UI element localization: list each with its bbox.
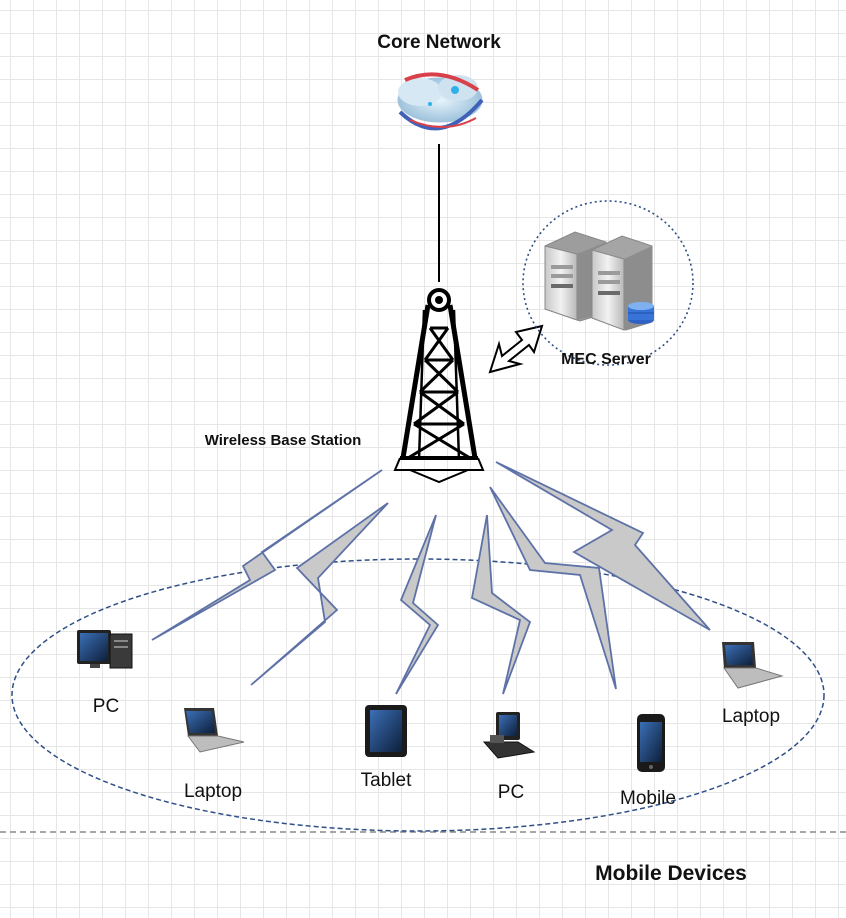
wireless-link	[470, 514, 532, 695]
mec-server-boundary	[522, 200, 694, 366]
mobile-devices-label: Mobile Devices	[595, 862, 747, 885]
wireless-link	[395, 514, 440, 695]
desktop-pc-icon	[77, 630, 133, 669]
mec-server-label: MEC Server	[561, 351, 651, 368]
wireless-link	[495, 461, 711, 631]
device-label: Laptop	[722, 706, 780, 727]
device-label: Laptop	[184, 781, 242, 802]
server-icon	[544, 231, 654, 331]
wireless-link	[151, 469, 383, 641]
device-label: Mobile	[620, 788, 676, 809]
laptop-icon	[184, 708, 245, 753]
mobile-phone-icon	[637, 714, 665, 772]
wireless-links	[151, 461, 711, 695]
cloud-network-icon	[397, 72, 484, 131]
tablet-icon	[365, 705, 407, 757]
core-network-label: Core Network	[377, 32, 501, 53]
laptop-icon	[722, 642, 784, 689]
device-label: PC	[93, 696, 119, 717]
mobile-devices-boundary	[11, 558, 825, 832]
radio-tower-icon	[393, 288, 485, 484]
bidirectional-arrow-icon	[488, 324, 544, 374]
device-label: PC	[498, 782, 524, 803]
desktop-pc-icon	[482, 712, 536, 759]
base-station-label: Wireless Base Station	[205, 432, 362, 449]
device-label: Tablet	[361, 770, 412, 791]
wireless-link	[489, 486, 617, 690]
wireless-link	[250, 502, 389, 686]
